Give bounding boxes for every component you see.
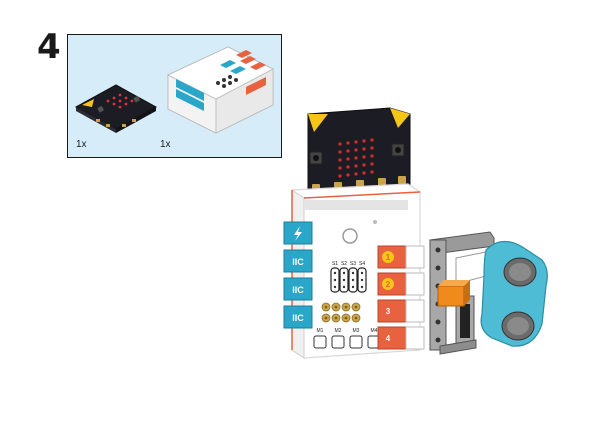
motor-connectors: [313, 335, 381, 349]
servo-headers: [330, 267, 367, 293]
servo-label-s3: S3: [350, 261, 356, 267]
expansion-board: IIC IIC IIC S1 S2 S3 S4: [283, 183, 425, 359]
svg-text:IIC: IIC: [292, 313, 304, 323]
left-port-iic-1: IIC: [283, 249, 313, 273]
parts-illustration: [74, 46, 274, 134]
svg-text:2: 2: [386, 280, 391, 289]
expansion-board-quantity: 1x: [160, 139, 171, 150]
lego-frame: [429, 231, 495, 355]
left-port-power: [283, 221, 313, 245]
right-port-3: 3: [377, 299, 425, 323]
motor-label-m2: M2: [335, 328, 342, 334]
right-port-4: 4: [377, 326, 425, 350]
left-port-iic-3: IIC: [283, 305, 313, 329]
right-port-1: 1: [377, 245, 425, 269]
left-port-iic-2: IIC: [283, 277, 313, 301]
microbit-quantity: 1x: [76, 139, 87, 150]
servo-label-s2: S2: [341, 261, 347, 267]
svg-text:IIC: IIC: [292, 257, 304, 267]
svg-text:3: 3: [386, 307, 391, 316]
main-assembly-illustration: IIC IIC IIC S1 S2 S3 S4: [283, 107, 548, 359]
motor-label-m4: M4: [371, 328, 378, 334]
step-number: 4: [37, 27, 61, 67]
sensor-mount: [437, 251, 487, 307]
parts-list-panel: 1x 1x: [67, 34, 282, 158]
motor-label-m3: M3: [353, 328, 360, 334]
microbit-board: [307, 107, 411, 193]
svg-text:1: 1: [386, 253, 391, 262]
lightning-icon: [294, 226, 302, 241]
expansion-board-part: [167, 46, 274, 134]
right-port-2: 2: [377, 272, 425, 296]
svg-text:IIC: IIC: [292, 285, 304, 295]
microbit-part: [74, 84, 158, 133]
servo-label-s4: S4: [359, 261, 365, 267]
svg-text:4: 4: [386, 334, 391, 343]
servo-label-s1: S1: [332, 261, 338, 267]
ultrasonic-sensor: [480, 240, 548, 347]
motor-label-m1: M1: [317, 328, 324, 334]
led-matrix: [338, 138, 374, 178]
